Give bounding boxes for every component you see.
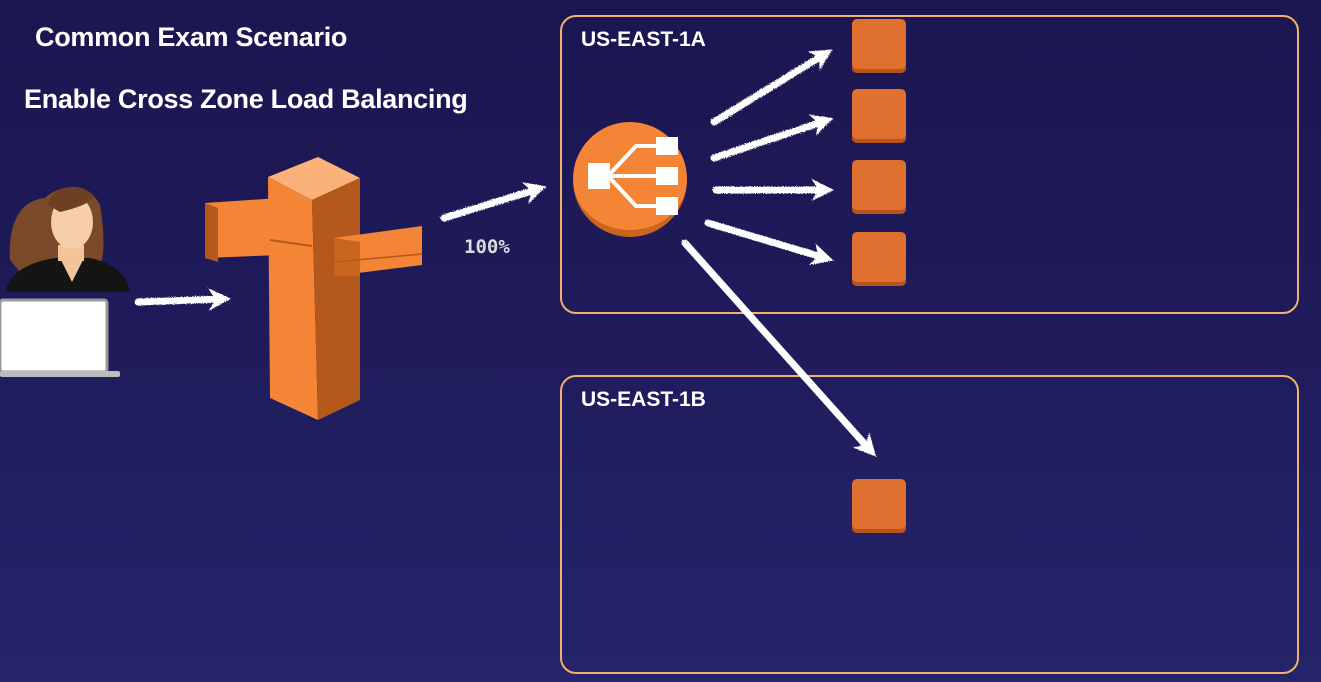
arrow-lb-to-instance-4 — [704, 219, 834, 265]
ec2-instance-icon — [852, 89, 906, 143]
availability-zone-a: US-EAST-1A — [560, 15, 1299, 314]
arrow-user-to-dns — [134, 288, 231, 311]
zone-b-label: US-EAST-1B — [581, 388, 706, 411]
arrow-lb-to-instance-2 — [710, 114, 834, 162]
ec2-instance-icon — [852, 19, 906, 73]
traffic-percent-label: 100% — [464, 236, 510, 258]
ec2-instance-icon — [852, 232, 906, 286]
arrow-dns-to-load-balancer — [440, 182, 547, 222]
availability-zone-b: US-EAST-1B — [560, 375, 1299, 674]
route53-dns-icon — [205, 157, 423, 420]
user-at-laptop-icon — [0, 186, 130, 377]
arrow-lb-to-instance-1 — [710, 49, 833, 126]
zone-a-label: US-EAST-1A — [581, 28, 706, 51]
ec2-instance-icon — [852, 160, 906, 214]
diagram-subtitle: Enable Cross Zone Load Balancing — [24, 84, 468, 114]
arrow-lb-to-instance-zone-b — [681, 239, 876, 457]
ec2-instance-icon — [852, 479, 906, 533]
load-balancer-icon — [573, 122, 687, 237]
diagram-title: Common Exam Scenario — [35, 22, 348, 52]
